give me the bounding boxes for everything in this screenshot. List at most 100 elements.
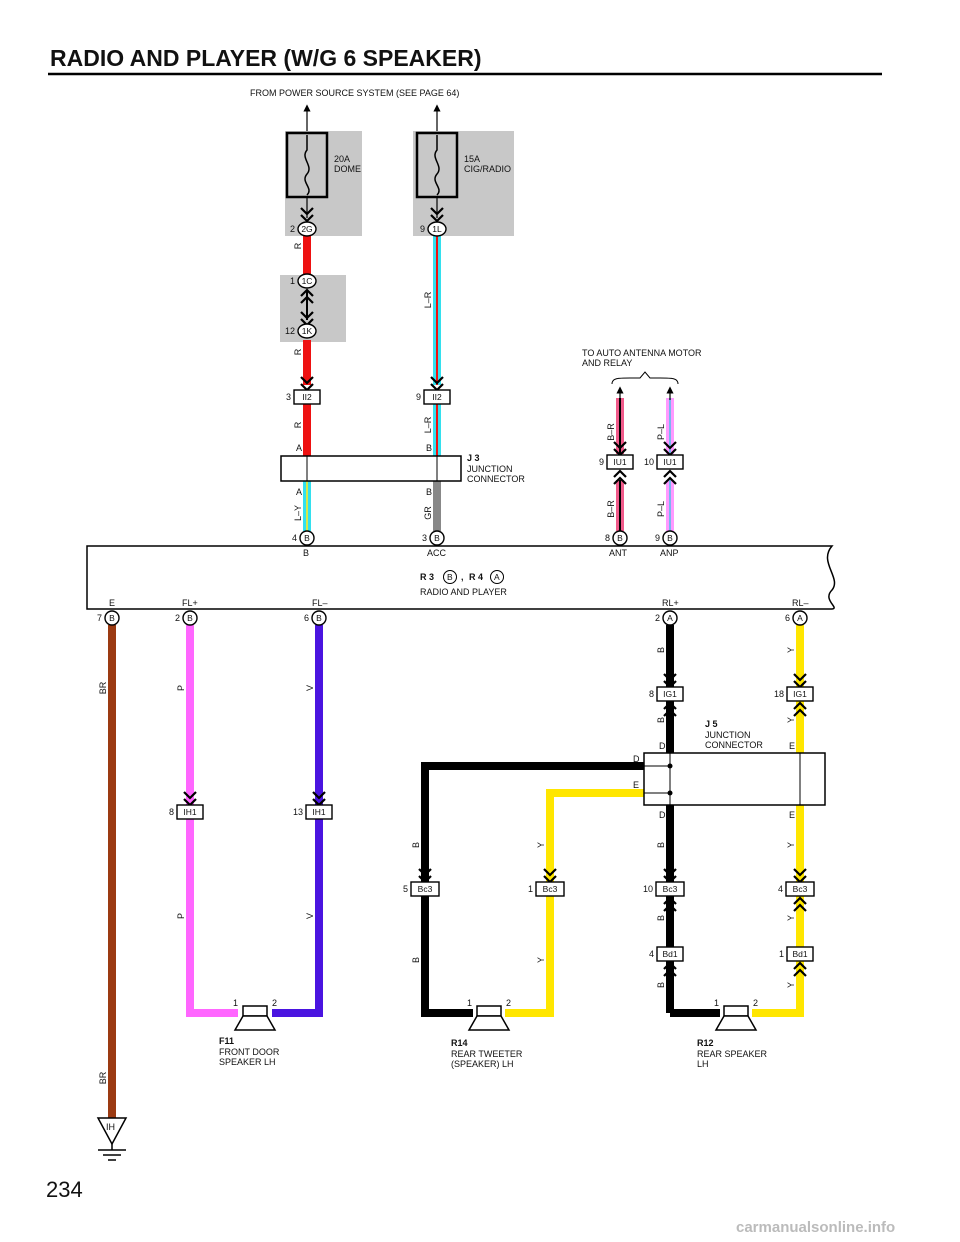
connector-pin: 12 [285, 326, 295, 336]
connector-pin: 1 [779, 949, 784, 959]
wire-color-label: B [656, 982, 666, 988]
radio-name: RADIO AND PLAYER [420, 587, 507, 597]
wire-color-label: B [411, 957, 421, 963]
wire-color-label: Y [786, 982, 796, 988]
connector-id: IH1 [183, 807, 197, 817]
speaker-r12-pin1: 1 [714, 998, 719, 1008]
connector-id: 1K [302, 326, 313, 336]
connector-id: II2 [302, 392, 312, 402]
connector-id: Bc3 [793, 884, 808, 894]
speaker-r12-code: R12 [697, 1038, 714, 1048]
ground-label: IH [106, 1122, 115, 1132]
j3-name-1: JUNCTION [467, 464, 513, 474]
speaker-f11-name-2: SPEAKER LH [219, 1057, 276, 1067]
wire-color-label: B [656, 647, 666, 653]
connector-id: B [304, 533, 310, 543]
connector-box [786, 946, 814, 962]
wire-color-label: B–R [606, 500, 616, 518]
connector-chevron [663, 701, 677, 717]
connector-id: B [617, 533, 623, 543]
top-note: FROM POWER SOURCE SYSTEM (SEE PAGE 64) [250, 88, 459, 98]
connector-id: B [667, 533, 673, 543]
connector-pin: 4 [292, 533, 297, 543]
wire-color-label: BR [98, 681, 108, 694]
wire-color-label: P–L [656, 501, 666, 517]
connector-pin: 1 [290, 276, 295, 286]
j5-name-1: JUNCTION [705, 730, 751, 740]
connector-box [655, 881, 685, 897]
wire-color-label: R [293, 348, 303, 355]
radio-term-fl-minus: FL– [312, 598, 328, 608]
fuse-cig-name: CIG/RADIO [464, 164, 511, 174]
radio-term-rl-plus: RL+ [662, 598, 679, 608]
wire-color-label: Y [786, 647, 796, 653]
j5-pin-e-top: E [789, 741, 795, 751]
junction-j5 [643, 752, 826, 806]
radio-box [86, 545, 836, 610]
speaker-f11-name-1: FRONT DOOR [219, 1047, 280, 1057]
fuse-dome-rating: 20A [334, 154, 350, 164]
connector-pin: 4 [778, 884, 783, 894]
radio-code-b-circle [443, 570, 457, 584]
wire-fl-minus [272, 625, 323, 1017]
fuse-panel-cig [413, 131, 514, 236]
wire-color-label: L–Y [293, 505, 303, 521]
wire-fl-plus [186, 625, 238, 1017]
radio-code-b: B [447, 572, 453, 582]
wire-color-label: L–R [423, 416, 433, 433]
antenna-note-1: TO AUTO ANTENNA MOTOR [582, 348, 702, 358]
j3-name-2: CONNECTOR [467, 474, 525, 484]
fuse-cig-rating: 15A [464, 154, 480, 164]
connector-id: Bc3 [418, 884, 433, 894]
connector-pin: 8 [605, 533, 610, 543]
radio-code-r3: R 3 [420, 572, 434, 582]
j3-code: J 3 [467, 453, 480, 463]
connector-chevron [613, 469, 627, 485]
wire-color-label: P–L [656, 424, 666, 440]
speaker-r14-icon [467, 1005, 511, 1031]
radio-term-e: E [109, 598, 115, 608]
wire-color-label: P [176, 913, 186, 919]
connector-pin: 9 [416, 392, 421, 402]
j5-name-2: CONNECTOR [705, 740, 763, 750]
connector-box [786, 686, 814, 702]
connector-chevron [663, 896, 677, 912]
j5-pin-d-left: D [633, 754, 640, 764]
connector-circle [311, 610, 327, 626]
fuse-panel-dome [285, 131, 362, 236]
antenna-brace [611, 371, 679, 385]
connector-oval [297, 221, 317, 237]
connector-pin: 2 [655, 613, 660, 623]
fuse-dome-symbol [285, 131, 329, 218]
speaker-r12-name-2: LH [697, 1059, 709, 1069]
connector-pin: 8 [169, 807, 174, 817]
connector-id: Bc3 [663, 884, 678, 894]
connector-id: A [797, 613, 803, 623]
radio-term-fl-plus: FL+ [182, 598, 198, 608]
speaker-r14-code: R14 [451, 1038, 468, 1048]
j5-code: J 5 [705, 719, 718, 729]
connector-chevron [300, 288, 314, 304]
connector-box [423, 389, 451, 405]
connector-circle [429, 530, 445, 546]
page-number: 234 [46, 1177, 83, 1202]
connector-oval [427, 221, 447, 237]
antenna-note-2: AND RELAY [582, 358, 632, 368]
wire-color-label: Y [786, 717, 796, 723]
connector-box [606, 454, 634, 470]
connector-pin: 2 [175, 613, 180, 623]
wire-tweeter-y [505, 789, 670, 1017]
connector-id: IU1 [663, 457, 677, 467]
j5-pin-e-bot: E [789, 810, 795, 820]
wire-color-label: B [411, 842, 421, 848]
connector-id: Bd1 [792, 949, 807, 959]
connector-id: B [316, 613, 322, 623]
radio-term-anp: ANP [660, 548, 679, 558]
fuse-dome-name: DOME [334, 164, 361, 174]
connector-pin: 6 [304, 613, 309, 623]
connector-box [656, 454, 684, 470]
wire-color-label: Y [786, 915, 796, 921]
j5-pin-d-top: D [659, 741, 666, 751]
